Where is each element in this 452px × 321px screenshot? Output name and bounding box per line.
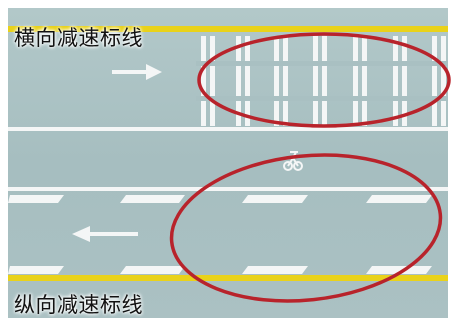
yellow-edge-line-bottom (8, 275, 448, 281)
label-transverse-deceleration: 横向减速标线 (14, 26, 143, 50)
transverse-marking-gaps (196, 61, 448, 101)
label-longitudinal-deceleration: 纵向减速标线 (14, 293, 143, 317)
solid-white-line (8, 127, 448, 131)
highlight-ellipse-transverse (197, 32, 451, 128)
arrow-right-icon (112, 64, 162, 80)
highlight-ellipse-longitudinal (169, 153, 443, 303)
solid-white-line-lower (8, 187, 448, 191)
arrow-left-icon (72, 226, 138, 242)
yellow-edge-line-top (8, 26, 448, 32)
longitudinal-deceleration-markings (8, 195, 432, 274)
transverse-deceleration-markings (201, 36, 446, 126)
